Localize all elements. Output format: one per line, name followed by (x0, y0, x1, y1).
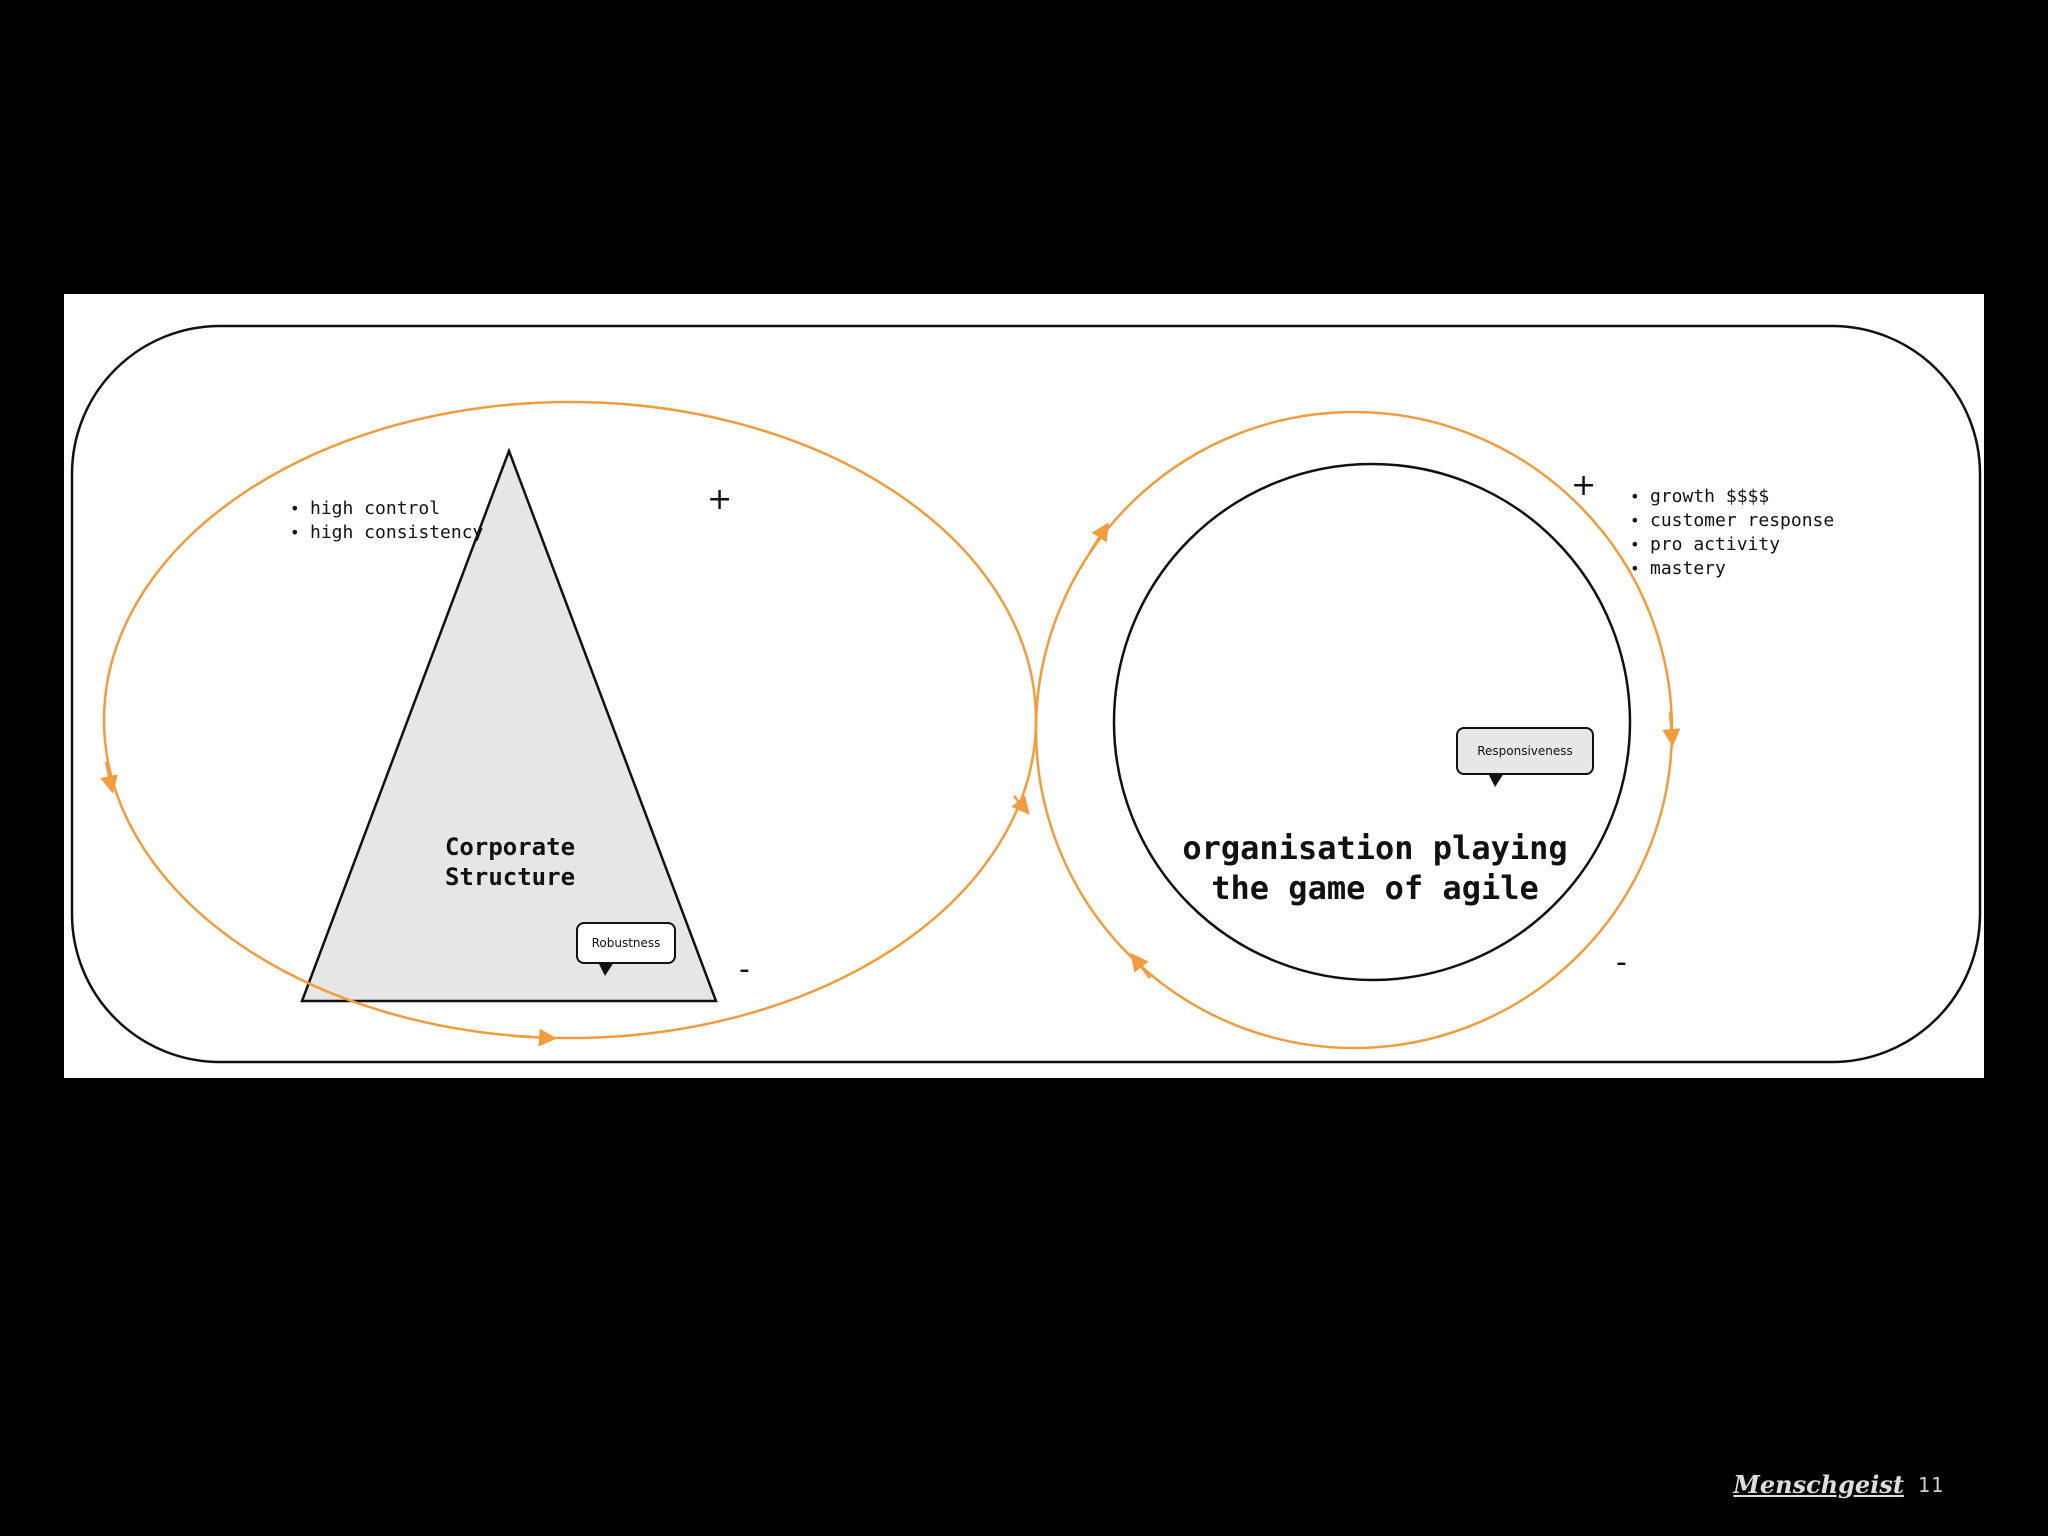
left-bullet-list: high control high consistency (290, 497, 490, 545)
speech-bubble-tail-icon (598, 962, 614, 976)
responsiveness-label: Responsiveness (1477, 744, 1573, 758)
bullet-item: high consistency (290, 521, 490, 545)
bullet-item: mastery (1630, 557, 1890, 581)
bullet-item: pro activity (1630, 533, 1890, 557)
bullet-item: high control (290, 497, 490, 521)
left-loop-arrow-bottom (511, 1028, 557, 1047)
bullet-item: growth $$$$ (1630, 485, 1890, 509)
right-plus-sign: + (1571, 468, 1597, 503)
corporate-structure-triangle (300, 447, 718, 1003)
left-plus-sign: + (707, 482, 733, 517)
right-minus-sign: - (1616, 945, 1627, 980)
agile-organisation-circle (1112, 462, 1632, 982)
robustness-speech-bubble: Robustness (576, 922, 676, 976)
menschgeist-logo: Menschgeist (1733, 1470, 1904, 1499)
left-loop-arrow-right (1011, 795, 1030, 815)
left-minus-sign: - (739, 952, 750, 987)
agile-organisation-label: organisation playing the game of agile (1182, 829, 1568, 907)
page-number: 11 (1917, 1472, 1944, 1497)
speech-bubble-tail-icon (1488, 773, 1504, 787)
right-loop-arrow-bottom (1130, 952, 1151, 979)
right-loop-arrow-right (1662, 711, 1681, 747)
slide-footer: Menschgeist 11 (1733, 1470, 1944, 1499)
left-loop-arrow-left (100, 761, 118, 794)
outer-rounded-frame (70, 324, 1982, 1064)
responsiveness-speech-bubble: Responsiveness (1456, 727, 1594, 787)
robustness-label: Robustness (591, 936, 661, 950)
corporate-structure-label: Corporate Structure (444, 833, 576, 891)
right-loop-arrow-top (1088, 522, 1109, 553)
right-bullet-list: growth $$$$ customer response pro activi… (1630, 485, 1890, 581)
bullet-item: customer response (1630, 509, 1890, 533)
